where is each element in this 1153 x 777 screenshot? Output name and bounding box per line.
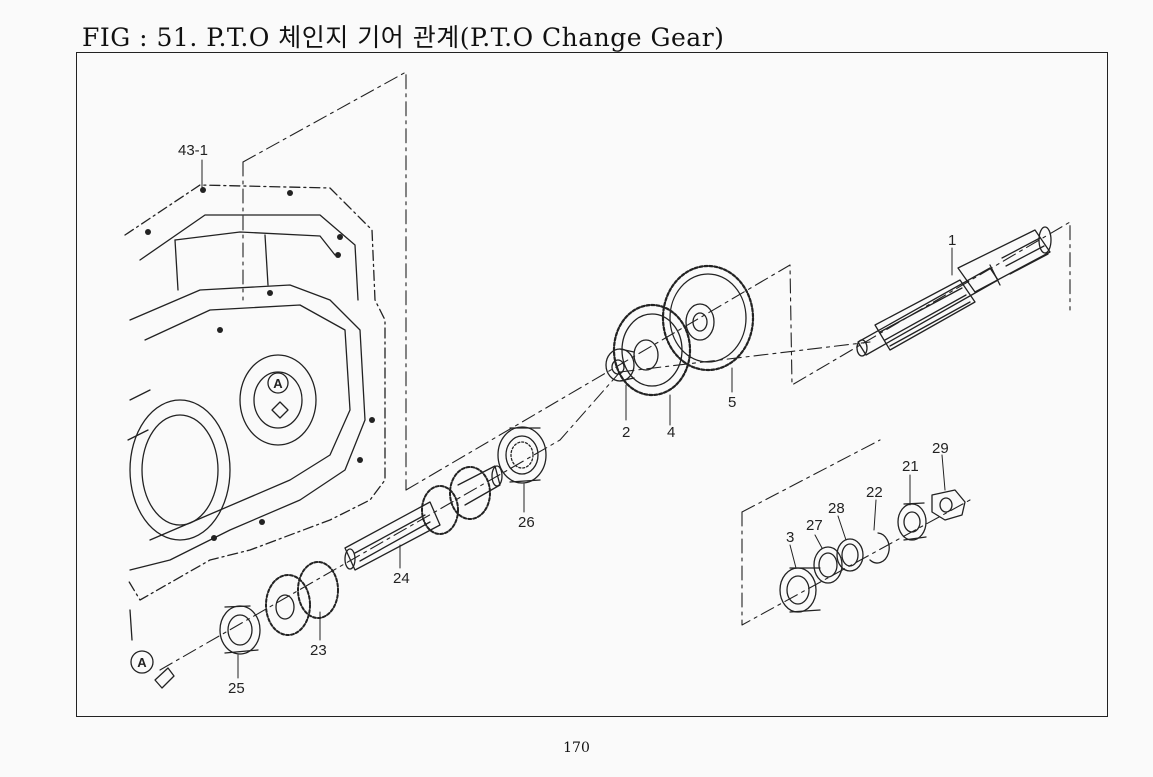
callout-23: 23 — [310, 642, 327, 659]
callout-21: 21 — [902, 458, 919, 475]
callout-24: 24 — [393, 570, 410, 587]
page-number: 170 — [563, 740, 590, 756]
pto-shaft — [856, 226, 1052, 357]
callout-22: 22 — [866, 484, 883, 501]
phantom-lines — [159, 71, 1071, 671]
leader-lines — [201, 159, 953, 679]
gear-23 — [265, 561, 339, 636]
washer-27 — [813, 546, 843, 584]
callout-4: 4 — [667, 424, 675, 441]
transmission-case: A — [124, 184, 386, 641]
bearing-26 — [497, 426, 547, 484]
callout-3: 3 — [786, 529, 794, 546]
bearing-3 — [779, 567, 821, 613]
collar-2 — [605, 348, 635, 382]
drawing-frame — [76, 52, 1108, 717]
figure-title: FIG : 51. P.T.O 체인지 기어 관계(P.T.O Change G… — [82, 23, 725, 52]
gear-5 — [661, 264, 755, 372]
callout-29: 29 — [932, 440, 949, 457]
snap-ring-22 — [869, 532, 890, 564]
seal-25 — [219, 605, 261, 655]
reference-mark-bottom-label: A — [137, 655, 147, 670]
callout-26: 26 — [518, 514, 535, 531]
reference-mark-bottom: A — [130, 650, 175, 689]
callout-28: 28 — [828, 500, 845, 517]
callout-27: 27 — [806, 517, 823, 534]
washer-28 — [836, 538, 864, 572]
bearing-21 — [897, 502, 927, 541]
callout-1: 1 — [948, 232, 956, 249]
shaft-24 — [344, 465, 503, 571]
callout-43-1: 43-1 — [178, 142, 208, 159]
callout-5: 5 — [728, 394, 736, 411]
reference-mark-case: A — [273, 376, 283, 391]
cover-29 — [931, 489, 966, 521]
callout-25: 25 — [228, 680, 245, 697]
callout-2: 2 — [622, 424, 630, 441]
